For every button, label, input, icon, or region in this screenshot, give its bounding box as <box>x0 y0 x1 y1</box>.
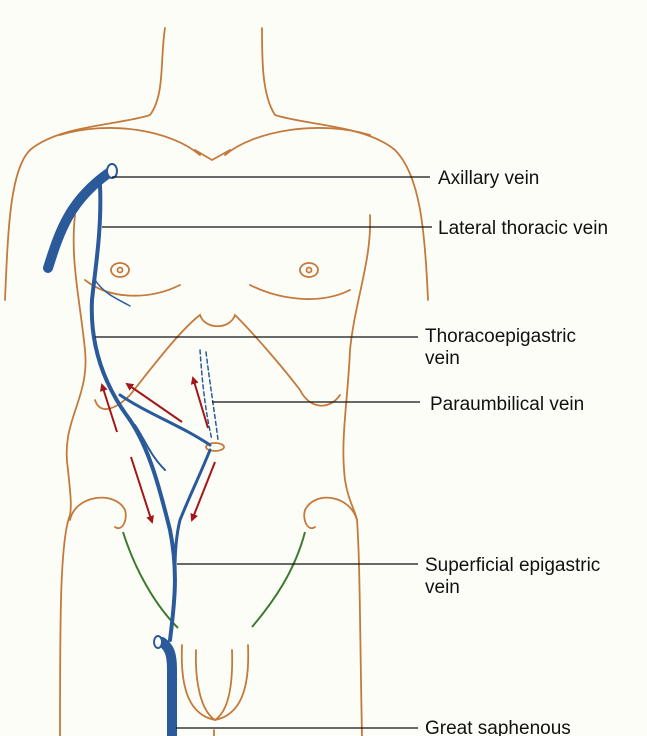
label-paraumbilical-vein: Paraumbilical vein <box>430 394 584 415</box>
nipple-left <box>110 262 130 278</box>
clavicles <box>59 127 371 162</box>
flow-arrow <box>190 461 216 522</box>
leader-lines <box>95 176 432 729</box>
label-thoracoepigastric-vein-line2: vein <box>425 348 460 369</box>
iliac-right <box>303 496 358 530</box>
paraumbilical-vein <box>199 349 219 441</box>
label-superficial-epigastric-vein-line1: Superficial epigastric <box>425 555 600 576</box>
label-axillary-vein: Axillary vein <box>438 168 539 189</box>
nipple-right <box>299 262 319 278</box>
lateral-thoracic-vein <box>89 183 177 642</box>
veins <box>43 163 219 736</box>
neck-right <box>261 27 429 301</box>
right-torso <box>342 214 372 736</box>
iliac-left <box>69 496 127 530</box>
great-saphenous-vein-end <box>153 635 163 649</box>
flow-arrow <box>130 456 154 524</box>
areola-right <box>305 266 313 274</box>
great-saphenous-vein <box>157 637 177 736</box>
lateral-thoracic-branch <box>94 279 131 307</box>
inguinal-ligament-right <box>251 531 306 628</box>
flow-arrow <box>190 376 209 429</box>
pectoral-left <box>84 279 181 297</box>
axillary-vein-end <box>106 163 118 179</box>
label-superficial-epigastric-vein-line2: vein <box>425 577 460 598</box>
inguinal-ligament-left <box>122 531 179 629</box>
pectoral-right <box>249 284 351 300</box>
flow-arrow <box>125 382 183 423</box>
flow-arrows <box>100 376 216 524</box>
body-outline <box>4 27 429 736</box>
superficial-epigastric-vein <box>173 448 212 572</box>
thoracoepigastric-vein <box>118 393 212 447</box>
left-torso <box>59 214 87 736</box>
label-great-saphenous-vein: Great saphenous <box>425 718 571 736</box>
axillary-vein <box>43 167 115 273</box>
label-lateral-thoracic-vein: Lateral thoracic vein <box>438 218 608 239</box>
labels: Axillary vein Lateral thoracic vein Thor… <box>425 168 608 736</box>
umbilicus <box>205 442 225 452</box>
costal-margin <box>94 313 341 410</box>
genitalia <box>180 644 250 722</box>
label-thoracoepigastric-vein-line1: Thoracoepigastric <box>425 326 576 347</box>
flow-arrow <box>100 383 118 433</box>
inguinal-ligaments <box>122 531 306 629</box>
thoracoepigastric-vein-parallel <box>134 424 166 471</box>
areola-left <box>116 266 124 274</box>
neck-left <box>4 27 166 301</box>
